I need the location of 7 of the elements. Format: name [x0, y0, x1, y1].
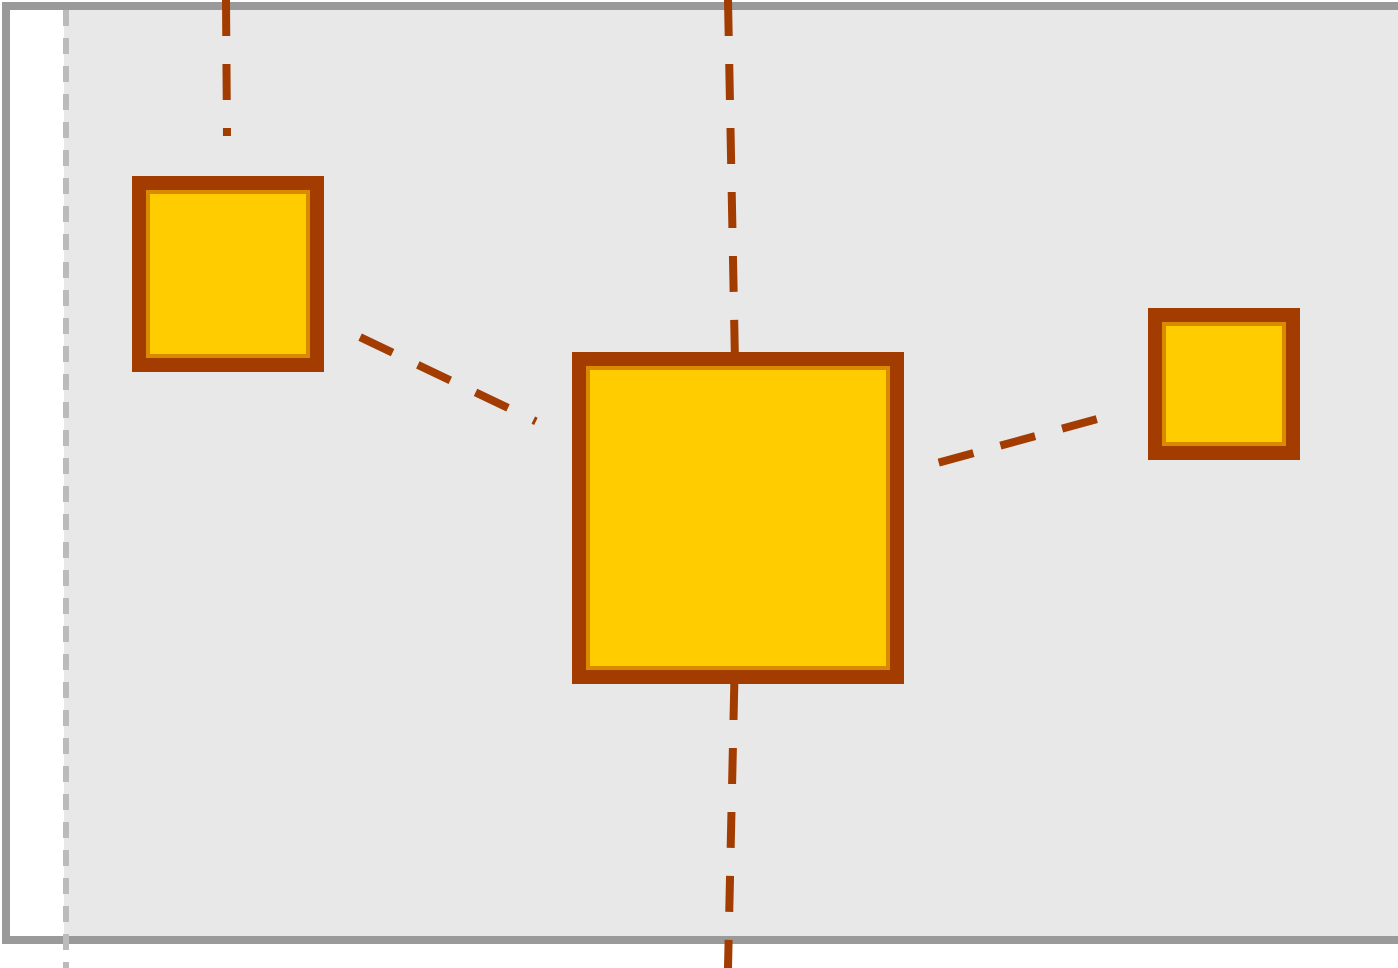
dashed-line	[724, 0, 739, 353]
square-block	[1148, 308, 1300, 460]
square-block	[572, 352, 904, 684]
dashed-line	[222, 0, 231, 137]
square-block	[132, 176, 324, 372]
dashed-line	[724, 683, 739, 968]
dashed-connector	[358, 333, 538, 425]
